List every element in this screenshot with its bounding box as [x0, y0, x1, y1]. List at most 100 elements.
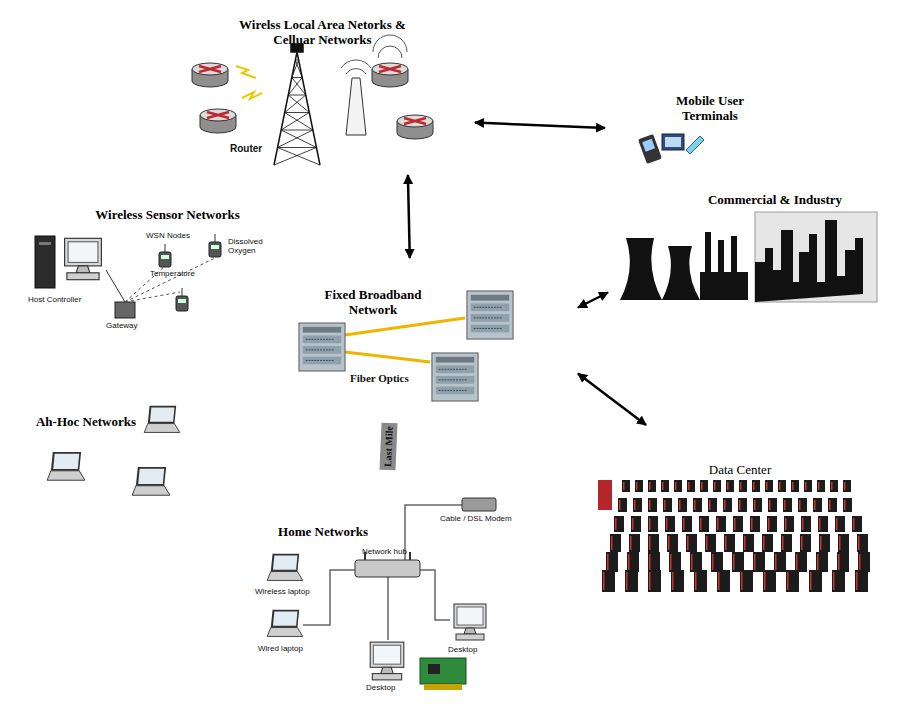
illustration-use — [209, 234, 221, 257]
illustration-rect — [711, 552, 723, 572]
illustration-rect — [668, 536, 670, 550]
illustration-rect — [626, 572, 628, 590]
illustration-path — [281, 113, 313, 131]
illustration-rect — [726, 480, 734, 492]
illustration-rect — [674, 480, 682, 492]
illustration-rect — [664, 500, 666, 510]
illustration-rect — [859, 554, 861, 570]
illustration-rect — [682, 516, 692, 532]
illustration-rect — [844, 500, 846, 510]
illustration-rect — [665, 516, 675, 532]
illustration-rect — [765, 480, 773, 492]
illustration-rect — [741, 572, 743, 590]
illustration-rect — [819, 518, 821, 530]
illustration-rect — [858, 552, 870, 572]
node-title: Wireless Sensor Networks — [80, 208, 255, 223]
illustration-rect — [833, 572, 835, 590]
illustration-use — [65, 238, 102, 279]
illustration-rect — [802, 518, 804, 530]
illustration-path — [620, 238, 662, 300]
illustration-rect — [701, 482, 703, 490]
cloud-outline — [18, 385, 203, 510]
illustration-rect — [649, 518, 651, 530]
illustration-rect — [649, 500, 651, 510]
illustration-rect — [625, 570, 638, 592]
illustration-rect — [717, 518, 719, 530]
illustration-rect — [857, 534, 868, 552]
illustration-rect — [633, 498, 642, 512]
illustration-rect — [649, 554, 651, 570]
illustration-rect — [724, 534, 735, 552]
illustration-rect — [752, 480, 760, 492]
cloud-outline — [585, 425, 890, 620]
illustration-path — [278, 130, 317, 148]
network-cloud: Wirelss Local Area Netorks & Celluar Net… — [170, 0, 475, 175]
illustration-rect — [598, 480, 612, 510]
illustration-rect — [818, 516, 828, 532]
illustration-rect — [705, 534, 716, 552]
illustration-rect — [462, 498, 496, 511]
illustration-rect — [738, 498, 747, 512]
illustration-rect — [115, 302, 135, 318]
network-cloud: Data Center — [585, 425, 890, 620]
illustration-rect — [787, 572, 789, 590]
illustration-rect — [428, 664, 440, 674]
illustration-rect — [775, 554, 777, 570]
cloud-outline — [608, 165, 892, 335]
illustration-rect — [712, 554, 714, 570]
illustration-rect — [610, 534, 621, 552]
illustration-rect — [693, 498, 702, 512]
part-label: Desktop — [366, 684, 395, 693]
illustration-rect — [796, 554, 798, 570]
illustration-use — [397, 115, 433, 139]
illustration-rect — [733, 554, 735, 570]
illustration-rect — [695, 572, 697, 590]
part-label: Wireless laptop — [255, 588, 310, 597]
illustration-rect — [723, 498, 732, 512]
illustration-rect — [767, 516, 777, 532]
illustration-path — [612, 71, 778, 186]
illustration-rect — [732, 552, 744, 572]
illustration-rect — [615, 518, 617, 530]
illustration-rect — [744, 536, 746, 550]
illustration-use — [267, 554, 303, 581]
illustration-rect — [843, 480, 851, 492]
illustration-rect — [830, 480, 838, 492]
illustration-path — [686, 136, 704, 154]
part-label: Desktop — [448, 646, 477, 655]
illustration-rect — [763, 536, 765, 550]
illustration-use — [176, 288, 188, 311]
illustration-rect — [634, 500, 636, 510]
illustration-rect — [672, 572, 674, 590]
illustration-rect — [768, 498, 777, 512]
illustration-rect — [727, 482, 729, 490]
illustration-rect — [804, 480, 812, 492]
illustration-rect — [725, 536, 727, 550]
illustration-path — [755, 220, 863, 302]
illustration-rect — [766, 482, 768, 490]
illustration-rect — [678, 498, 687, 512]
illustration-rect — [683, 518, 685, 530]
cloud-outline — [605, 78, 785, 178]
illustration-rect — [649, 536, 651, 550]
illustration-rect — [618, 498, 627, 512]
illustration-rect — [853, 518, 855, 530]
illustration-rect — [810, 572, 812, 590]
illustration-rect — [740, 482, 742, 490]
illustration-rect — [800, 534, 811, 552]
part-label: Dissolved Oxygen — [228, 238, 274, 256]
illustration-rect — [648, 570, 661, 592]
illustration-rect — [784, 500, 786, 510]
illustration-g — [274, 44, 320, 165]
illustration-use — [267, 610, 303, 637]
node-title: Commercial & Industry — [695, 193, 855, 208]
illustration-rect — [750, 516, 760, 532]
illustration-rect — [355, 560, 420, 577]
illustration-rect — [791, 480, 799, 492]
illustration-rect — [716, 516, 726, 532]
illustration-rect — [801, 536, 803, 550]
part-label: Fiber Optics — [350, 372, 409, 384]
illustration-path — [662, 246, 700, 300]
illustration-rect — [671, 570, 684, 592]
illustration-rect — [754, 554, 756, 570]
